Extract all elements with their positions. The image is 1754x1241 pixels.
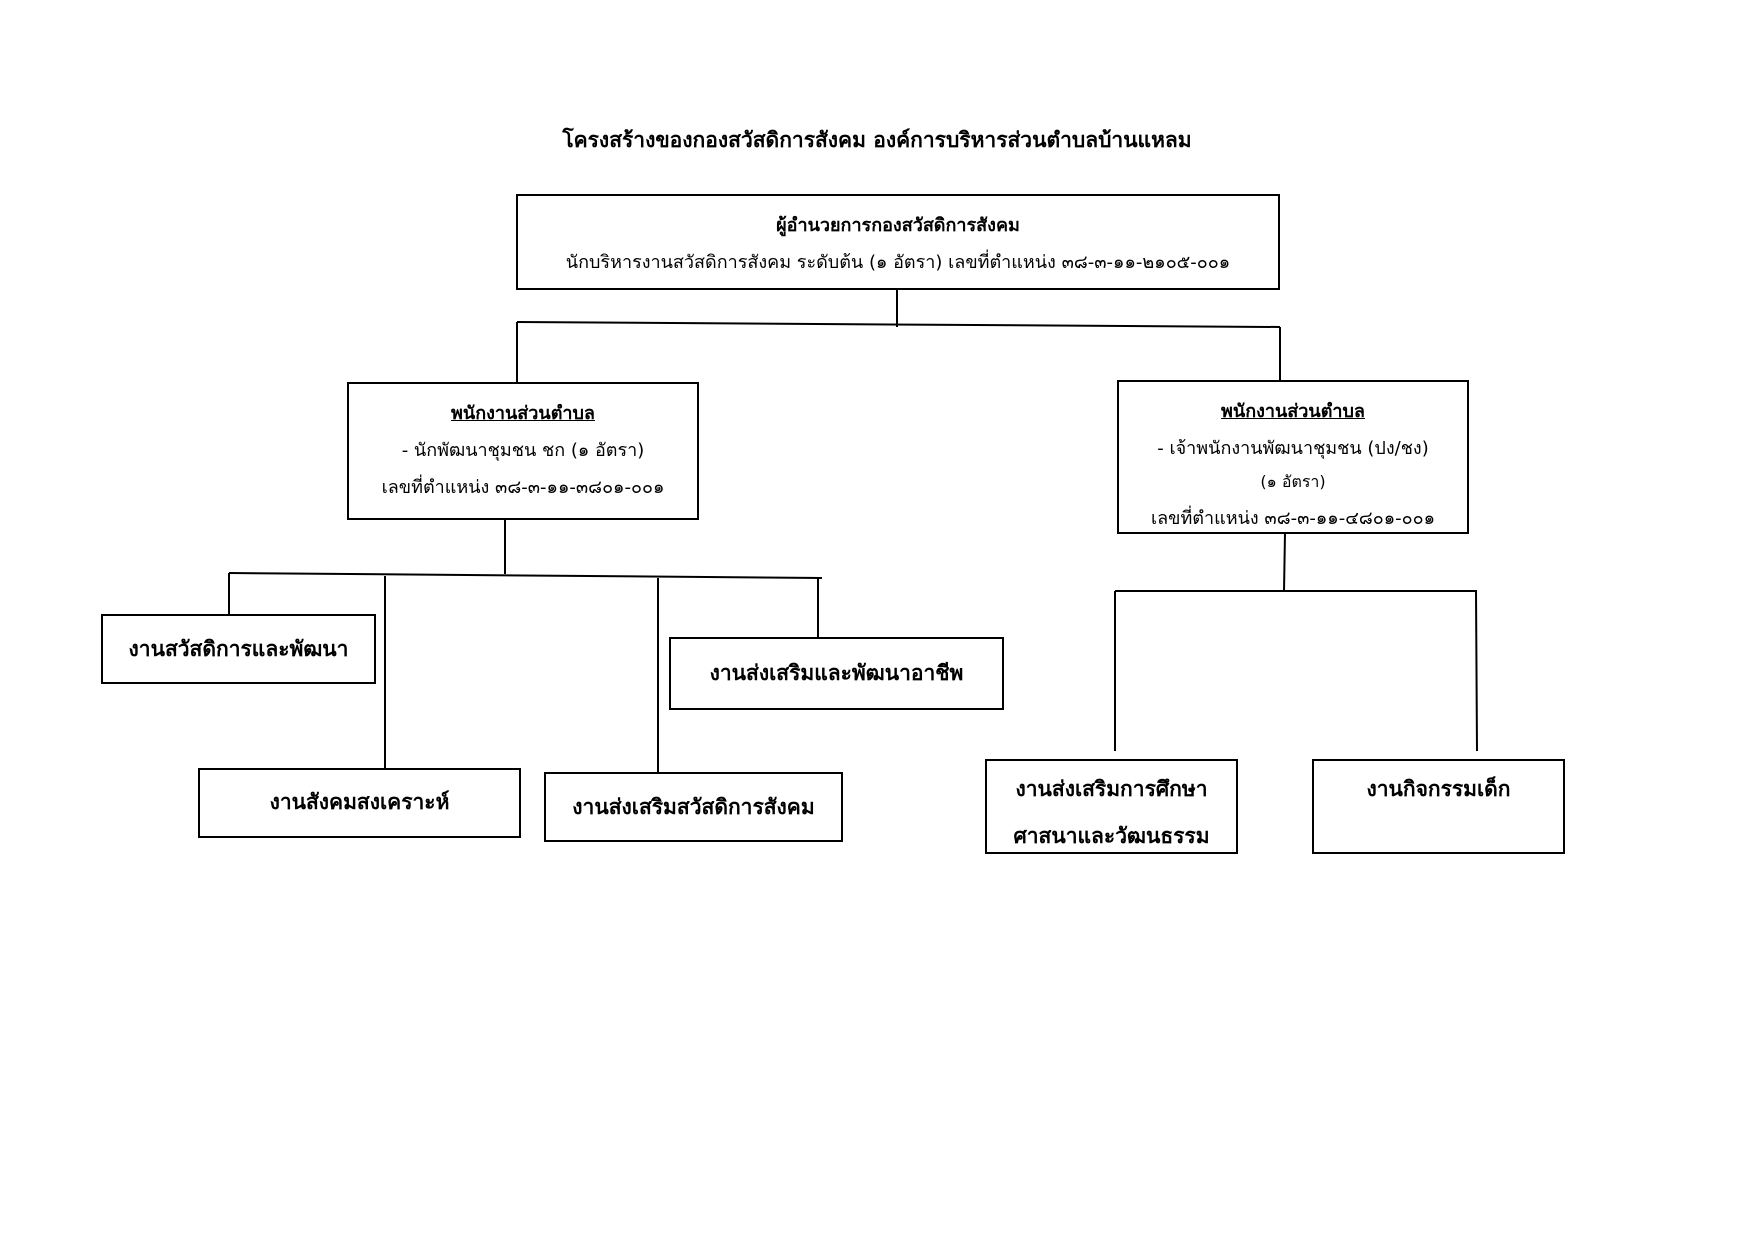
director-detail: นักบริหารงานสวัสดิการสังคม ระดับต้น (๑ อ… [565, 252, 1231, 273]
unit-social-work-box: งานสังคมสงเคราะห์ [198, 768, 521, 838]
unit-child-activities-label: งานกิจกรรมเด็ก [1366, 777, 1511, 801]
right-staff-rate: (๑ อัตรา) [1260, 472, 1326, 491]
unit-welfare-development-label: งานสวัสดิการและพัฒนา [128, 636, 349, 661]
connector-child-activities-drop [1475, 590, 1478, 752]
director-box: ผู้อำนวยการกองสวัสดิการสังคม นักบริหารงา… [516, 194, 1280, 290]
right-staff-heading: พนักงานส่วนตำบล [1221, 401, 1365, 422]
unit-promote-occupation-label: งานส่งเสริมและพัฒนาอาชีพ [709, 661, 964, 685]
unit-promote-welfare-label: งานส่งเสริมสวัสดิการสังคม [572, 794, 815, 819]
right-staff-box: พนักงานส่วนตำบล - เจ้าพนักงานพัฒนาชุมชน … [1117, 380, 1469, 534]
left-staff-heading: พนักงานส่วนตำบล [451, 403, 595, 424]
left-staff-number: เลขที่ตำแหน่ง ๓๘-๓-๑๑-๓๘๐๑-๐๐๑ [381, 477, 665, 498]
right-staff-position: - เจ้าพนักงานพัฒนาชุมชน (ปง/ชง) [1157, 438, 1429, 459]
left-staff-box: พนักงานส่วนตำบล - นักพัฒนาชุมชน ชก (๑ อั… [347, 382, 699, 520]
unit-promote-occupation-box: งานส่งเสริมและพัฒนาอาชีพ [669, 637, 1004, 710]
unit-social-work-label: งานสังคมสงเคราะห์ [269, 790, 450, 814]
connector-left-bus [228, 572, 823, 579]
connector-top-bus [516, 321, 1281, 328]
unit-education-box: งานส่งเสริมการศึกษา ศาสนาและวัฒนธรรม [985, 759, 1238, 854]
unit-child-activities-box: งานกิจกรรมเด็ก [1312, 759, 1565, 854]
left-staff-position: - นักพัฒนาชุมชน ชก (๑ อัตรา) [401, 440, 645, 461]
right-staff-number: เลขที่ตำแหน่ง ๓๘-๓-๑๑-๔๘๐๑-๐๐๑ [1150, 508, 1436, 529]
director-heading: ผู้อำนวยการกองสวัสดิการสังคม [776, 215, 1020, 236]
unit-education-label-line2: ศาสนาและวัฒนธรรม [1013, 824, 1210, 848]
unit-education-label-line1: งานส่งเสริมการศึกษา [1015, 777, 1208, 801]
unit-promote-welfare-box: งานส่งเสริมสวัสดิการสังคม [544, 772, 843, 842]
unit-welfare-development-box: งานสวัสดิการและพัฒนา [101, 614, 376, 684]
connector-right-stem [1283, 532, 1286, 592]
page-title: โครงสร้างของกองสวัสดิการสังคม องค์การบริ… [562, 128, 1192, 152]
